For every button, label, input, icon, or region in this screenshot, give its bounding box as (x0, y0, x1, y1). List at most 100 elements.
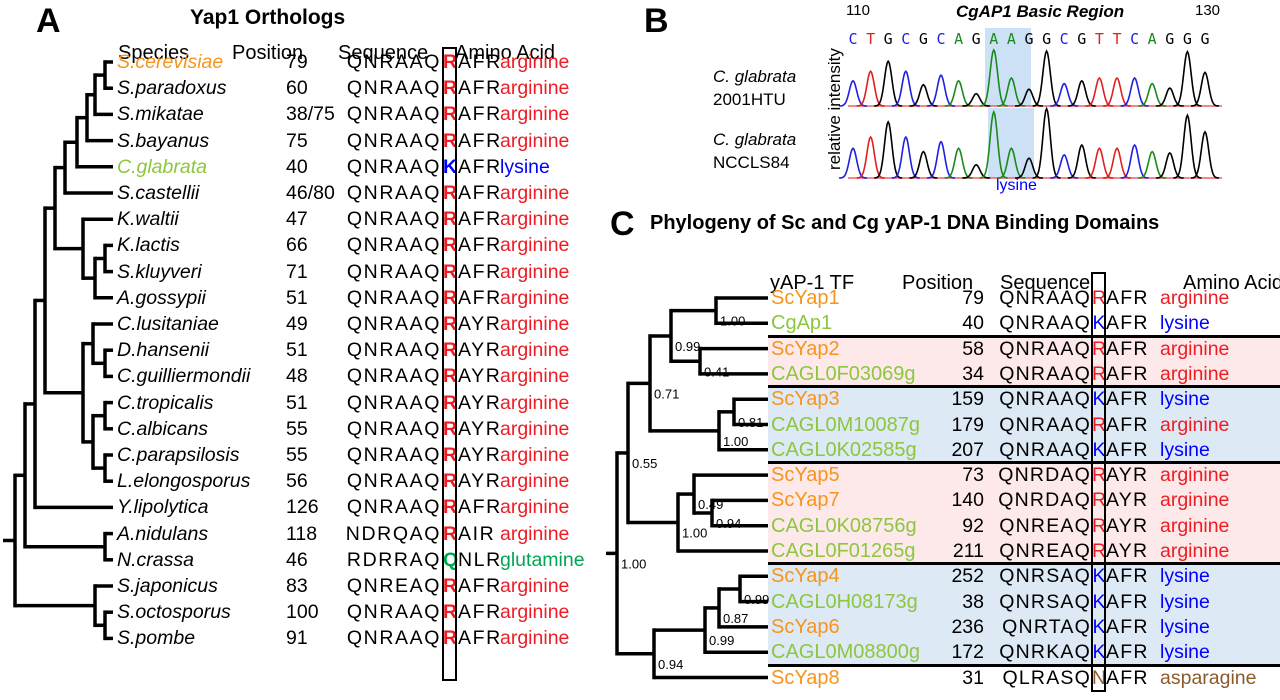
key-residue: R (443, 496, 458, 519)
key-residue: R (443, 522, 458, 545)
sequence-suffix: AFR (458, 234, 502, 257)
sequence-suffix: AFR (458, 627, 502, 650)
position: 100 (286, 601, 319, 624)
position-start: 110 (846, 2, 870, 19)
sequence-suffix: AYR (1106, 514, 1149, 537)
key-residue: R (1092, 540, 1107, 562)
position: 79 (286, 51, 308, 73)
base-call: G (1024, 30, 1033, 48)
tf-name: CAGL0M10087g (771, 413, 920, 436)
position: 211 (952, 540, 984, 562)
key-residue: R (443, 182, 458, 204)
sequence-prefix: QNRDAQ (998, 464, 1091, 487)
panel-b-title: CgAP1 Basic Region (956, 2, 1124, 22)
ortholog-tree (3, 60, 113, 641)
species-name: S.pombe (117, 627, 196, 650)
position: 34 (962, 362, 984, 385)
amino-acid: arginine (500, 182, 570, 204)
base-call: G (1200, 30, 1209, 48)
species-name: C.parapsilosis (117, 444, 240, 466)
support-value: 0.71 (654, 386, 679, 401)
amino-acid: lysine (1160, 312, 1210, 335)
sequence-suffix: AFR (1106, 438, 1149, 461)
strain2-name: NCCLS84 (713, 153, 790, 172)
sequence-prefix: QNRAAQ (999, 312, 1091, 335)
key-residue: R (443, 286, 458, 309)
sequence-prefix: QNRDAQ (998, 489, 1091, 512)
amino-acid: arginine (1160, 514, 1230, 537)
base-call: G (1165, 30, 1174, 48)
sequence-suffix: AFR (1106, 666, 1149, 689)
sequence-suffix: AFR (458, 103, 502, 126)
key-residue: R (443, 417, 458, 440)
key-residue: R (443, 260, 458, 283)
amino-acid: arginine (500, 208, 570, 231)
sequence-prefix: QNRAAQ (346, 470, 441, 493)
amino-acid: lysine (1160, 641, 1210, 664)
amino-acid: arginine (500, 339, 570, 362)
strain2-species: C. glabrata (713, 130, 797, 149)
species-name: K.waltii (117, 208, 179, 231)
support-value: 0.55 (632, 456, 657, 471)
sequence-suffix: AFR (458, 77, 502, 100)
sequence-prefix: QNRAAQ (999, 438, 1091, 461)
species-name: S.cerevisiae (117, 51, 224, 73)
species-name: C.glabrata (117, 155, 207, 178)
key-residue: R (1092, 464, 1107, 487)
sequence-prefix: RDRRAQ (346, 548, 441, 571)
key-residue: R (443, 601, 458, 624)
support-value: 0.81 (738, 415, 763, 430)
key-residue: R (443, 313, 458, 335)
trace-peak (962, 163, 991, 179)
sequence-suffix: AYR (458, 470, 502, 493)
panel-c-letter: C (610, 205, 635, 243)
support-value: 1.00 (682, 526, 707, 541)
key-residue: R (443, 129, 458, 152)
tf-name: CAGL0F01265g (771, 540, 916, 562)
species-name: D.hansenii (117, 339, 210, 362)
lysine-annotation: lysine (996, 177, 1037, 194)
species-name: S.bayanus (117, 129, 210, 152)
amino-acid: arginine (500, 313, 570, 335)
highlight-shade-top (985, 28, 1031, 106)
position: 172 (951, 641, 984, 664)
sequence-suffix: AYR (458, 365, 502, 388)
base-call: T (1095, 30, 1104, 48)
sequence-suffix: AYR (458, 391, 502, 414)
key-residue: R (443, 103, 458, 126)
key-residue: R (443, 444, 458, 466)
support-value: 0.87 (723, 611, 748, 626)
amino-acid: arginine (500, 260, 570, 283)
clade-divider (768, 562, 1280, 566)
key-residue: R (443, 208, 458, 231)
sequence-prefix: QNRAAQ (999, 388, 1091, 411)
position: 140 (951, 489, 984, 512)
species-name: C.tropicalis (117, 391, 214, 414)
base-call: A (989, 30, 998, 48)
key-residue: K (1092, 615, 1106, 638)
support-value: 0.99 (709, 633, 734, 648)
trace-peak (856, 135, 885, 179)
header-position-c: Position (902, 272, 974, 294)
sequence-suffix: AFR (1106, 388, 1149, 411)
amino-acid: arginine (500, 444, 570, 466)
key-residue: N (1092, 666, 1107, 689)
sequence-suffix: AFR (1106, 590, 1149, 613)
tf-name: ScYap7 (771, 489, 840, 512)
position: 79 (962, 287, 984, 309)
key-residue: R (443, 627, 458, 650)
